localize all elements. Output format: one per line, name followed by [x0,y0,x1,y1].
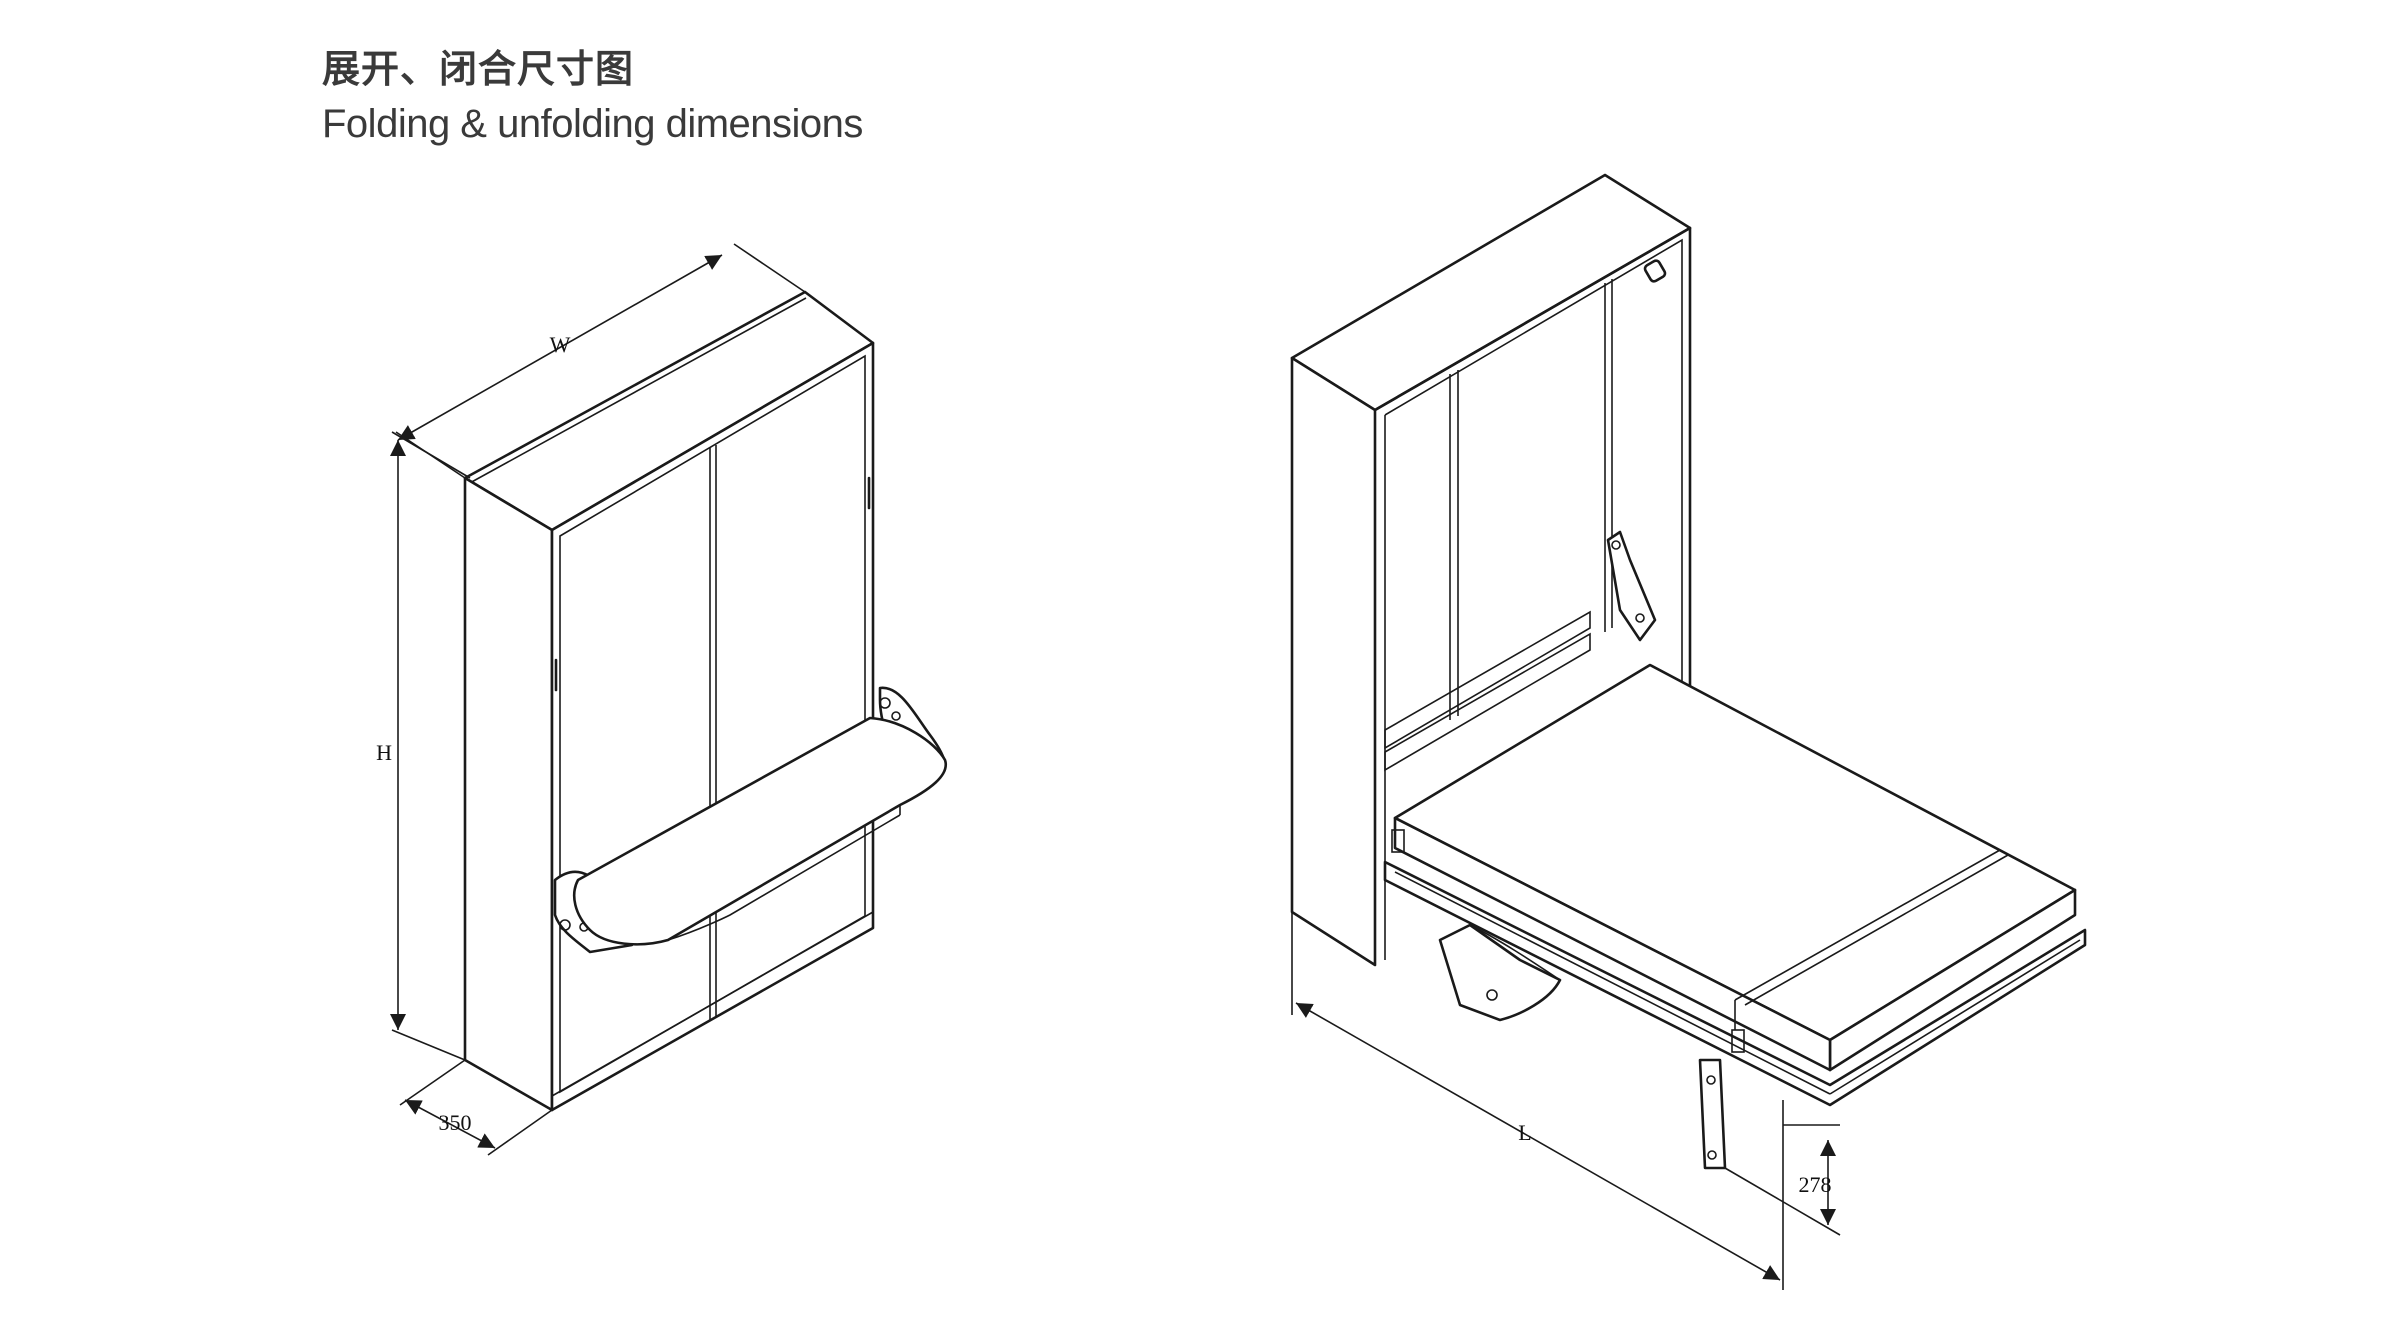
dim-width-label: W [550,332,571,357]
dim-depth-line [404,1099,496,1149]
title-chinese: 展开、闭合尺寸图 [322,47,635,91]
title-english: Folding & unfolding dimensions [322,102,863,146]
dim-length-line [1295,1002,1781,1281]
desk-top [573,716,948,946]
dim-width-line [397,254,723,441]
bed-mechanism-upper [1606,530,1657,642]
bed-cabinet-side [1290,356,1377,967]
dim-leg-label: 278 [1799,1172,1832,1197]
folded-cabinet-drawing: W H 350 [376,243,948,1156]
lamp-icon [1643,259,1667,283]
dim-height-label: H [376,740,392,765]
bed-cabinet-top [1290,173,1692,412]
dim-depth-label: 350 [439,1110,472,1135]
cabinet-side [463,476,554,1112]
unfolded-bed-drawing: L 278 [1290,173,2087,1290]
dim-length-label: L [1518,1120,1531,1145]
